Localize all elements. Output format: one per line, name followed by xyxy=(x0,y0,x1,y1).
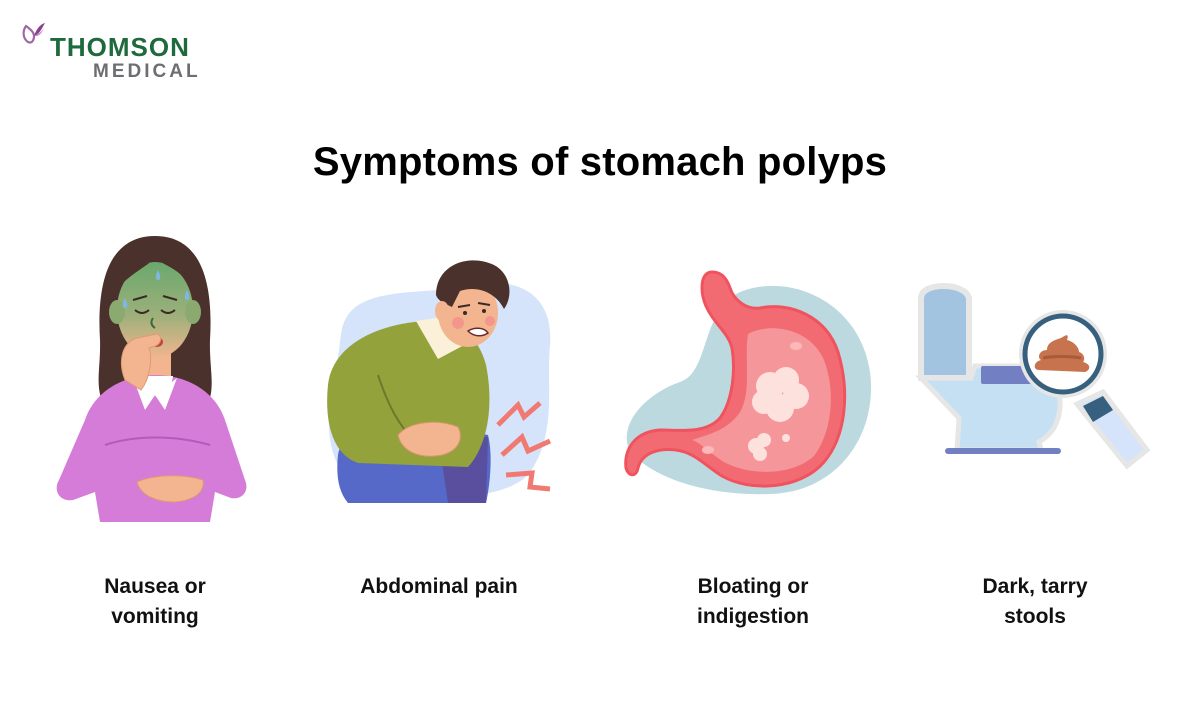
stomach-polyps-icon xyxy=(624,270,872,495)
symptom-bloating-label: Bloating or indigestion xyxy=(697,575,809,628)
symptom-abdominal-pain-label: Abdominal pain xyxy=(360,575,518,598)
logo-brand-sub: MEDICAL xyxy=(93,61,201,82)
man-abdominal-pain-icon xyxy=(327,260,552,503)
symptom-dark-stools-illustration xyxy=(915,278,1155,488)
symptom-bloating-illustration xyxy=(620,262,880,502)
toilet-magnifier-icon xyxy=(915,283,1151,470)
symptom-abdominal-pain-illustration xyxy=(318,255,563,505)
thomson-medical-logo: THOMSON MEDICAL xyxy=(20,20,220,84)
page-title: Symptoms of stomach polyps xyxy=(312,140,888,184)
symptom-dark-stools-label: Dark, tarry stools xyxy=(982,575,1088,628)
nauseous-woman-icon xyxy=(56,236,247,522)
symptom-nausea-label: Nausea or vomiting xyxy=(104,575,206,628)
logo-brand-name: THOMSON xyxy=(50,32,190,62)
butterfly-heart-icon xyxy=(22,23,45,44)
symptom-nausea-illustration xyxy=(45,230,265,530)
